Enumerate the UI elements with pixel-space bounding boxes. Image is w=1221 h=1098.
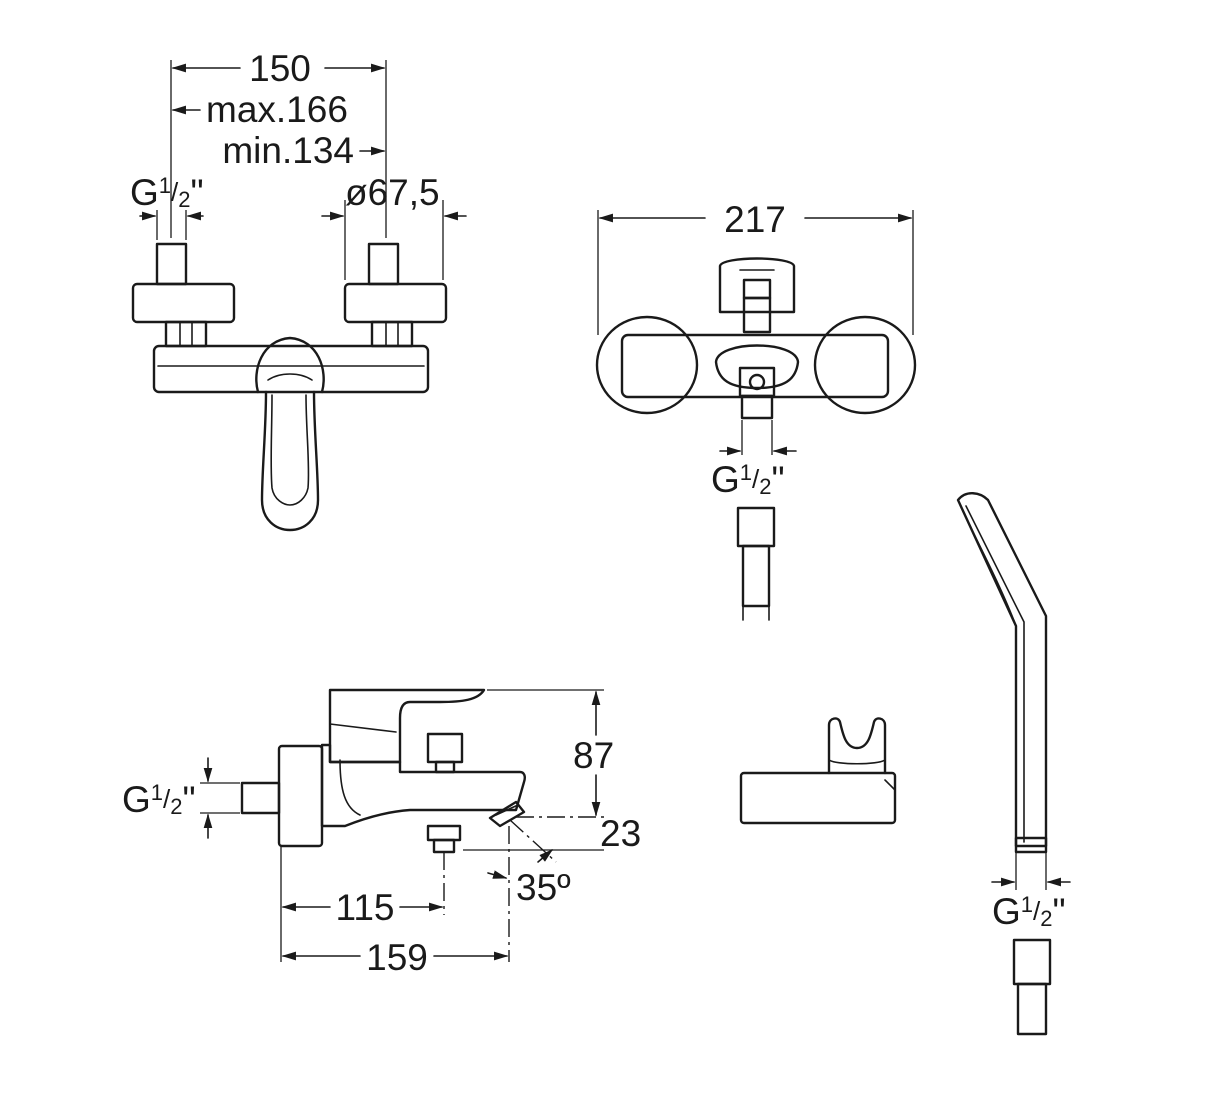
nut-left bbox=[164, 320, 208, 348]
dim-min-134: min.134 bbox=[222, 130, 354, 171]
escutcheon-right bbox=[343, 282, 448, 324]
shower-hose-connector bbox=[1012, 938, 1052, 986]
thread-inlet-right bbox=[367, 242, 400, 286]
dim-width-217: 217 bbox=[724, 199, 786, 240]
hose-connector bbox=[736, 506, 776, 548]
lever-hub bbox=[255, 336, 325, 394]
shower-handle bbox=[956, 492, 1048, 848]
diverter-knob bbox=[738, 366, 776, 398]
side-thread-inlet bbox=[240, 781, 281, 815]
flange-left bbox=[595, 315, 699, 415]
lever-pin bbox=[742, 278, 772, 300]
thread-label-shower: G1/2" bbox=[992, 891, 1066, 932]
side-lever bbox=[328, 688, 486, 764]
side-diverter-stem bbox=[434, 760, 456, 774]
lever-stem bbox=[742, 296, 772, 334]
front-view: 150 max.166 min.134 G1/2" ø67,5 bbox=[130, 48, 467, 532]
bracket-holder bbox=[827, 717, 887, 775]
hose-segment bbox=[741, 544, 771, 608]
thread-inlet-left bbox=[155, 242, 188, 286]
dim-depth-115: 115 bbox=[336, 887, 395, 928]
dim-angle-35: 35º bbox=[516, 867, 571, 908]
thread-outlet-bottom bbox=[740, 394, 774, 420]
side-spout bbox=[488, 800, 526, 828]
escutcheon-left bbox=[131, 282, 236, 324]
bracket-base bbox=[739, 771, 897, 825]
nut-right bbox=[370, 320, 414, 348]
side-outlet-thread bbox=[432, 838, 456, 854]
hand-shower: G1/2" bbox=[956, 492, 1071, 1036]
flange-right bbox=[813, 315, 917, 415]
bottom-view: 217 G1/2" bbox=[595, 199, 917, 621]
dim-diameter-67-5: ø67,5 bbox=[345, 172, 440, 213]
wall-bracket bbox=[739, 717, 897, 825]
dim-height-87: 87 bbox=[573, 735, 614, 776]
lever-top bbox=[718, 257, 796, 314]
shower-thread bbox=[1014, 836, 1048, 854]
dim-max-166: max.166 bbox=[206, 89, 348, 130]
shower-hose-segment bbox=[1016, 982, 1048, 1036]
side-outlet-nut bbox=[426, 824, 462, 842]
dim-width-150: 150 bbox=[249, 48, 311, 89]
thread-label-front: G1/2" bbox=[130, 172, 204, 213]
dim-spout-23: 23 bbox=[600, 813, 641, 854]
mixer-body bbox=[152, 344, 430, 394]
side-body bbox=[320, 743, 526, 828]
side-view: G1/2" 87 23 35º 115 159 bbox=[122, 688, 641, 978]
dim-depth-159: 159 bbox=[366, 937, 428, 978]
thread-label-side: G1/2" bbox=[122, 779, 196, 820]
side-diverter-knob bbox=[426, 732, 464, 764]
lever-handle bbox=[260, 390, 320, 532]
side-flange bbox=[277, 744, 324, 848]
diverter-hole bbox=[748, 373, 766, 391]
diverter-housing bbox=[714, 344, 800, 390]
thread-label-bottom: G1/2" bbox=[711, 459, 785, 500]
